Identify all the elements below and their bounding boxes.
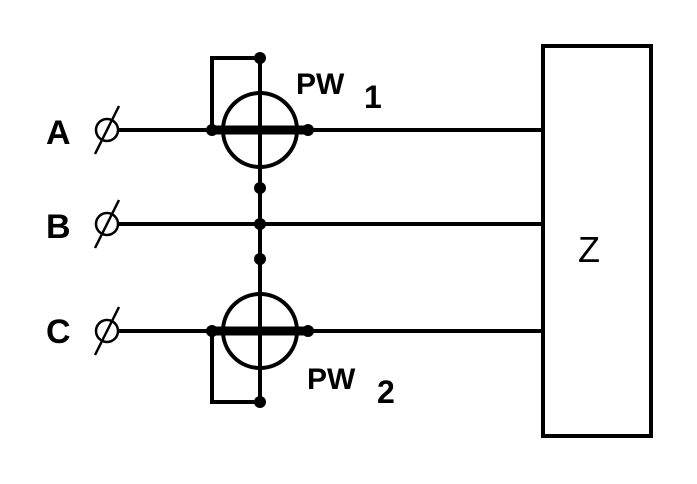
terminal-a	[93, 105, 121, 155]
phase-label-b: B	[46, 208, 71, 246]
terminal-c	[93, 306, 121, 356]
terminal-b	[93, 199, 121, 249]
meter-1-name: PW	[296, 68, 345, 101]
meter-label-1: PW 1	[296, 68, 382, 115]
junction-b	[254, 218, 266, 230]
wattmeter-2	[206, 224, 314, 408]
phase-label-a: A	[46, 114, 71, 152]
meter-1-subscript: 1	[364, 79, 382, 115]
phase-label-c: C	[46, 313, 71, 351]
meter-2-subscript: 2	[377, 374, 395, 410]
load-label: Z	[578, 229, 600, 270]
wattmeter-1	[206, 52, 314, 224]
meter-2-name: PW	[307, 363, 356, 396]
load-box	[541, 44, 653, 438]
meter-label-2: PW 2	[307, 363, 395, 410]
